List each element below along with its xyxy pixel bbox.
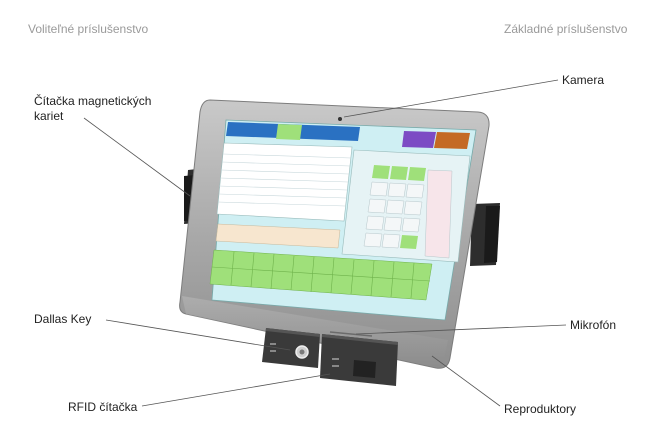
camera-lens (338, 117, 342, 121)
rfid-reader-module (320, 334, 398, 386)
microphone-label: Mikrofón (570, 318, 617, 332)
microphone-slot (329, 331, 373, 337)
dallas-key-label: Dallas Key (34, 312, 92, 326)
rfid-reader-label: RFID čítačka (68, 400, 138, 414)
basic-accessories-heading: Základné príslušenstvo (504, 22, 628, 36)
dallas-key-module (262, 328, 320, 368)
speakers-label: Reproduktory (504, 402, 577, 416)
card-reader-right (470, 203, 500, 266)
camera-label: Kamera (562, 73, 605, 87)
leader-lines (83, 79, 567, 407)
screen-content (209, 122, 471, 301)
optional-accessories-heading: Voliteľné príslušenstvo (28, 22, 149, 36)
card-reader-label: Čítačka magnetických kariet (34, 94, 152, 123)
